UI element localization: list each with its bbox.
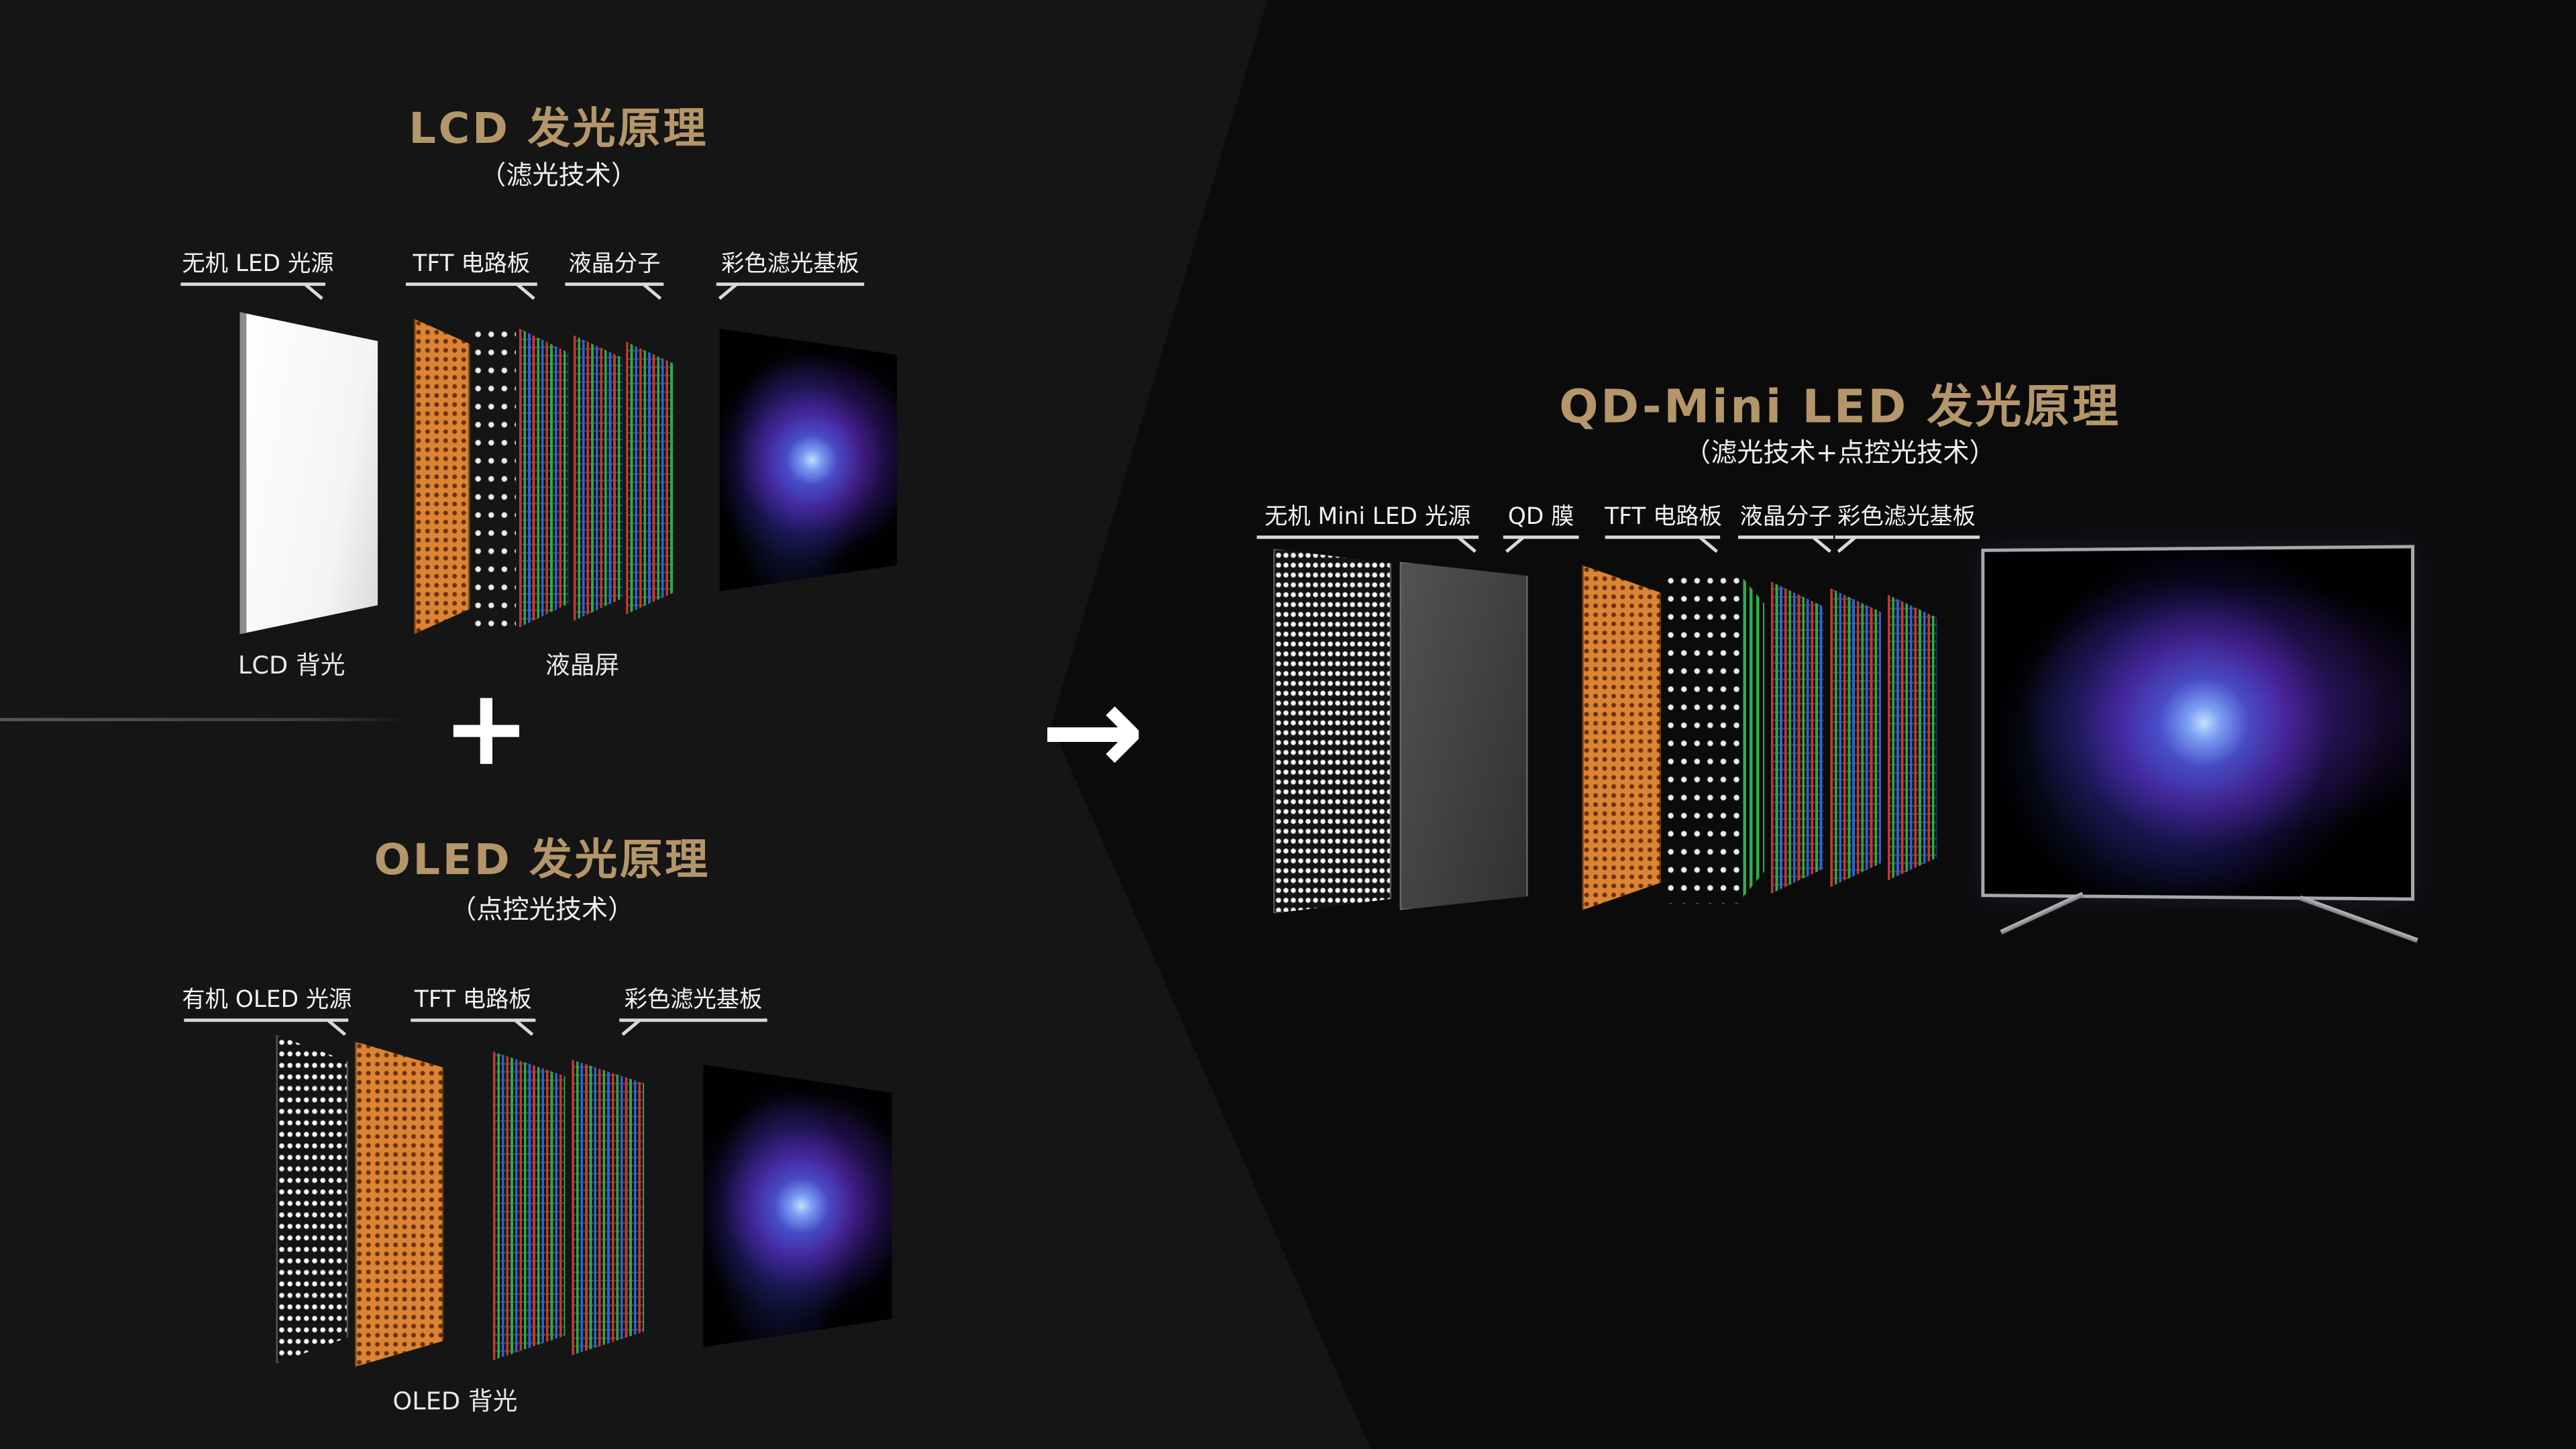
- lcd-layer-label-liquid-crystal: 液晶分子: [568, 251, 661, 278]
- plus-icon: +: [442, 668, 531, 790]
- lcd-label-bracket-1: [180, 282, 325, 305]
- qd-miniled-source-panel: [1273, 548, 1392, 914]
- qd-label-bracket-3: [1605, 535, 1721, 558]
- qd-title: QD-Mini LED 发光原理: [1559, 379, 2121, 434]
- oled-layer-label-tft: TFT 电路板: [414, 987, 532, 1014]
- qd-tv-frame: [1981, 545, 2415, 901]
- horizontal-divider-line: [0, 718, 411, 722]
- qd-layer-label-qd-film: QD 膜: [1507, 504, 1574, 531]
- lcd-layer-label-led-source: 无机 LED 光源: [182, 251, 334, 278]
- qd-color-filter-sheet-3: [1887, 594, 1937, 881]
- arrow-icon: →: [1040, 656, 1145, 803]
- oled-label-bracket-3: [619, 1018, 767, 1041]
- oled-layer-label-color-filter: 彩色滤光基板: [624, 987, 763, 1014]
- oled-layer-label-oled-source: 有机 OLED 光源: [182, 987, 352, 1014]
- qd-color-filter-sheet-2: [1830, 588, 1882, 888]
- lcd-title: LCD 发光原理: [409, 105, 708, 155]
- qd-tft-panel: [1582, 565, 1661, 910]
- qd-label-bracket-4: [1738, 535, 1834, 558]
- lcd-backlight-caption: LCD 背光: [237, 650, 345, 680]
- lcd-color-filter-sheet-3: [626, 341, 674, 614]
- oled-tft-panel: [354, 1041, 444, 1367]
- oled-label-bracket-2: [411, 1018, 536, 1041]
- oled-subtitle: （点控光技术）: [449, 894, 635, 925]
- lcd-liquid-crystal-layer: [471, 325, 516, 628]
- qd-label-bracket-5: [1835, 535, 1980, 558]
- tv-leg-right: [2299, 895, 2418, 943]
- oled-screen-flower-image: [703, 1064, 892, 1348]
- oled-backlight-caption: OLED 背光: [392, 1386, 518, 1417]
- lcd-label-bracket-2: [405, 282, 537, 305]
- oled-color-filter-sheet-1: [492, 1051, 566, 1360]
- oled-color-filter-sheet-2: [572, 1059, 645, 1356]
- qd-liquid-crystal-layer: [1664, 572, 1740, 904]
- tv-leg-left: [2000, 892, 2084, 935]
- lcd-backlight-panel: [239, 312, 378, 635]
- lcd-label-bracket-4: [716, 282, 865, 305]
- lcd-label-bracket-3: [565, 282, 664, 305]
- oled-label-bracket-1: [184, 1018, 349, 1041]
- qd-tv-flower-image: [1986, 549, 2410, 896]
- lcd-screen-flower-image: [719, 328, 898, 592]
- qd-layer-label-color-filter: 彩色滤光基板: [1837, 504, 1976, 531]
- lcd-led-source-panel: [414, 319, 470, 635]
- lcd-layer-label-tft: TFT 电路板: [413, 251, 531, 278]
- qd-layer-label-miniled-source: 无机 Mini LED 光源: [1265, 504, 1471, 531]
- qd-green-filter-sheet: [1743, 578, 1765, 898]
- qd-layer-label-liquid-crystal: 液晶分子: [1739, 504, 1832, 531]
- qd-label-bracket-2: [1503, 535, 1579, 558]
- lcd-layer-label-color-filter: 彩色滤光基板: [721, 251, 859, 278]
- oled-title: OLED 发光原理: [374, 836, 710, 886]
- qd-film-panel: [1399, 561, 1528, 910]
- qd-subtitle: （滤光技术+点控光技术）: [1684, 437, 1996, 468]
- lcd-subtitle: （滤光技术）: [480, 159, 638, 191]
- lcd-color-filter-sheet-1: [519, 328, 569, 628]
- qd-label-bracket-1: [1256, 535, 1479, 558]
- lcd-color-filter-sheet-2: [573, 335, 623, 621]
- lcd-panel-caption: 液晶屏: [545, 650, 620, 680]
- oled-source-panel: [276, 1034, 349, 1364]
- qd-layer-label-tft: TFT 电路板: [1605, 504, 1722, 531]
- qd-color-filter-sheet-1: [1771, 581, 1824, 894]
